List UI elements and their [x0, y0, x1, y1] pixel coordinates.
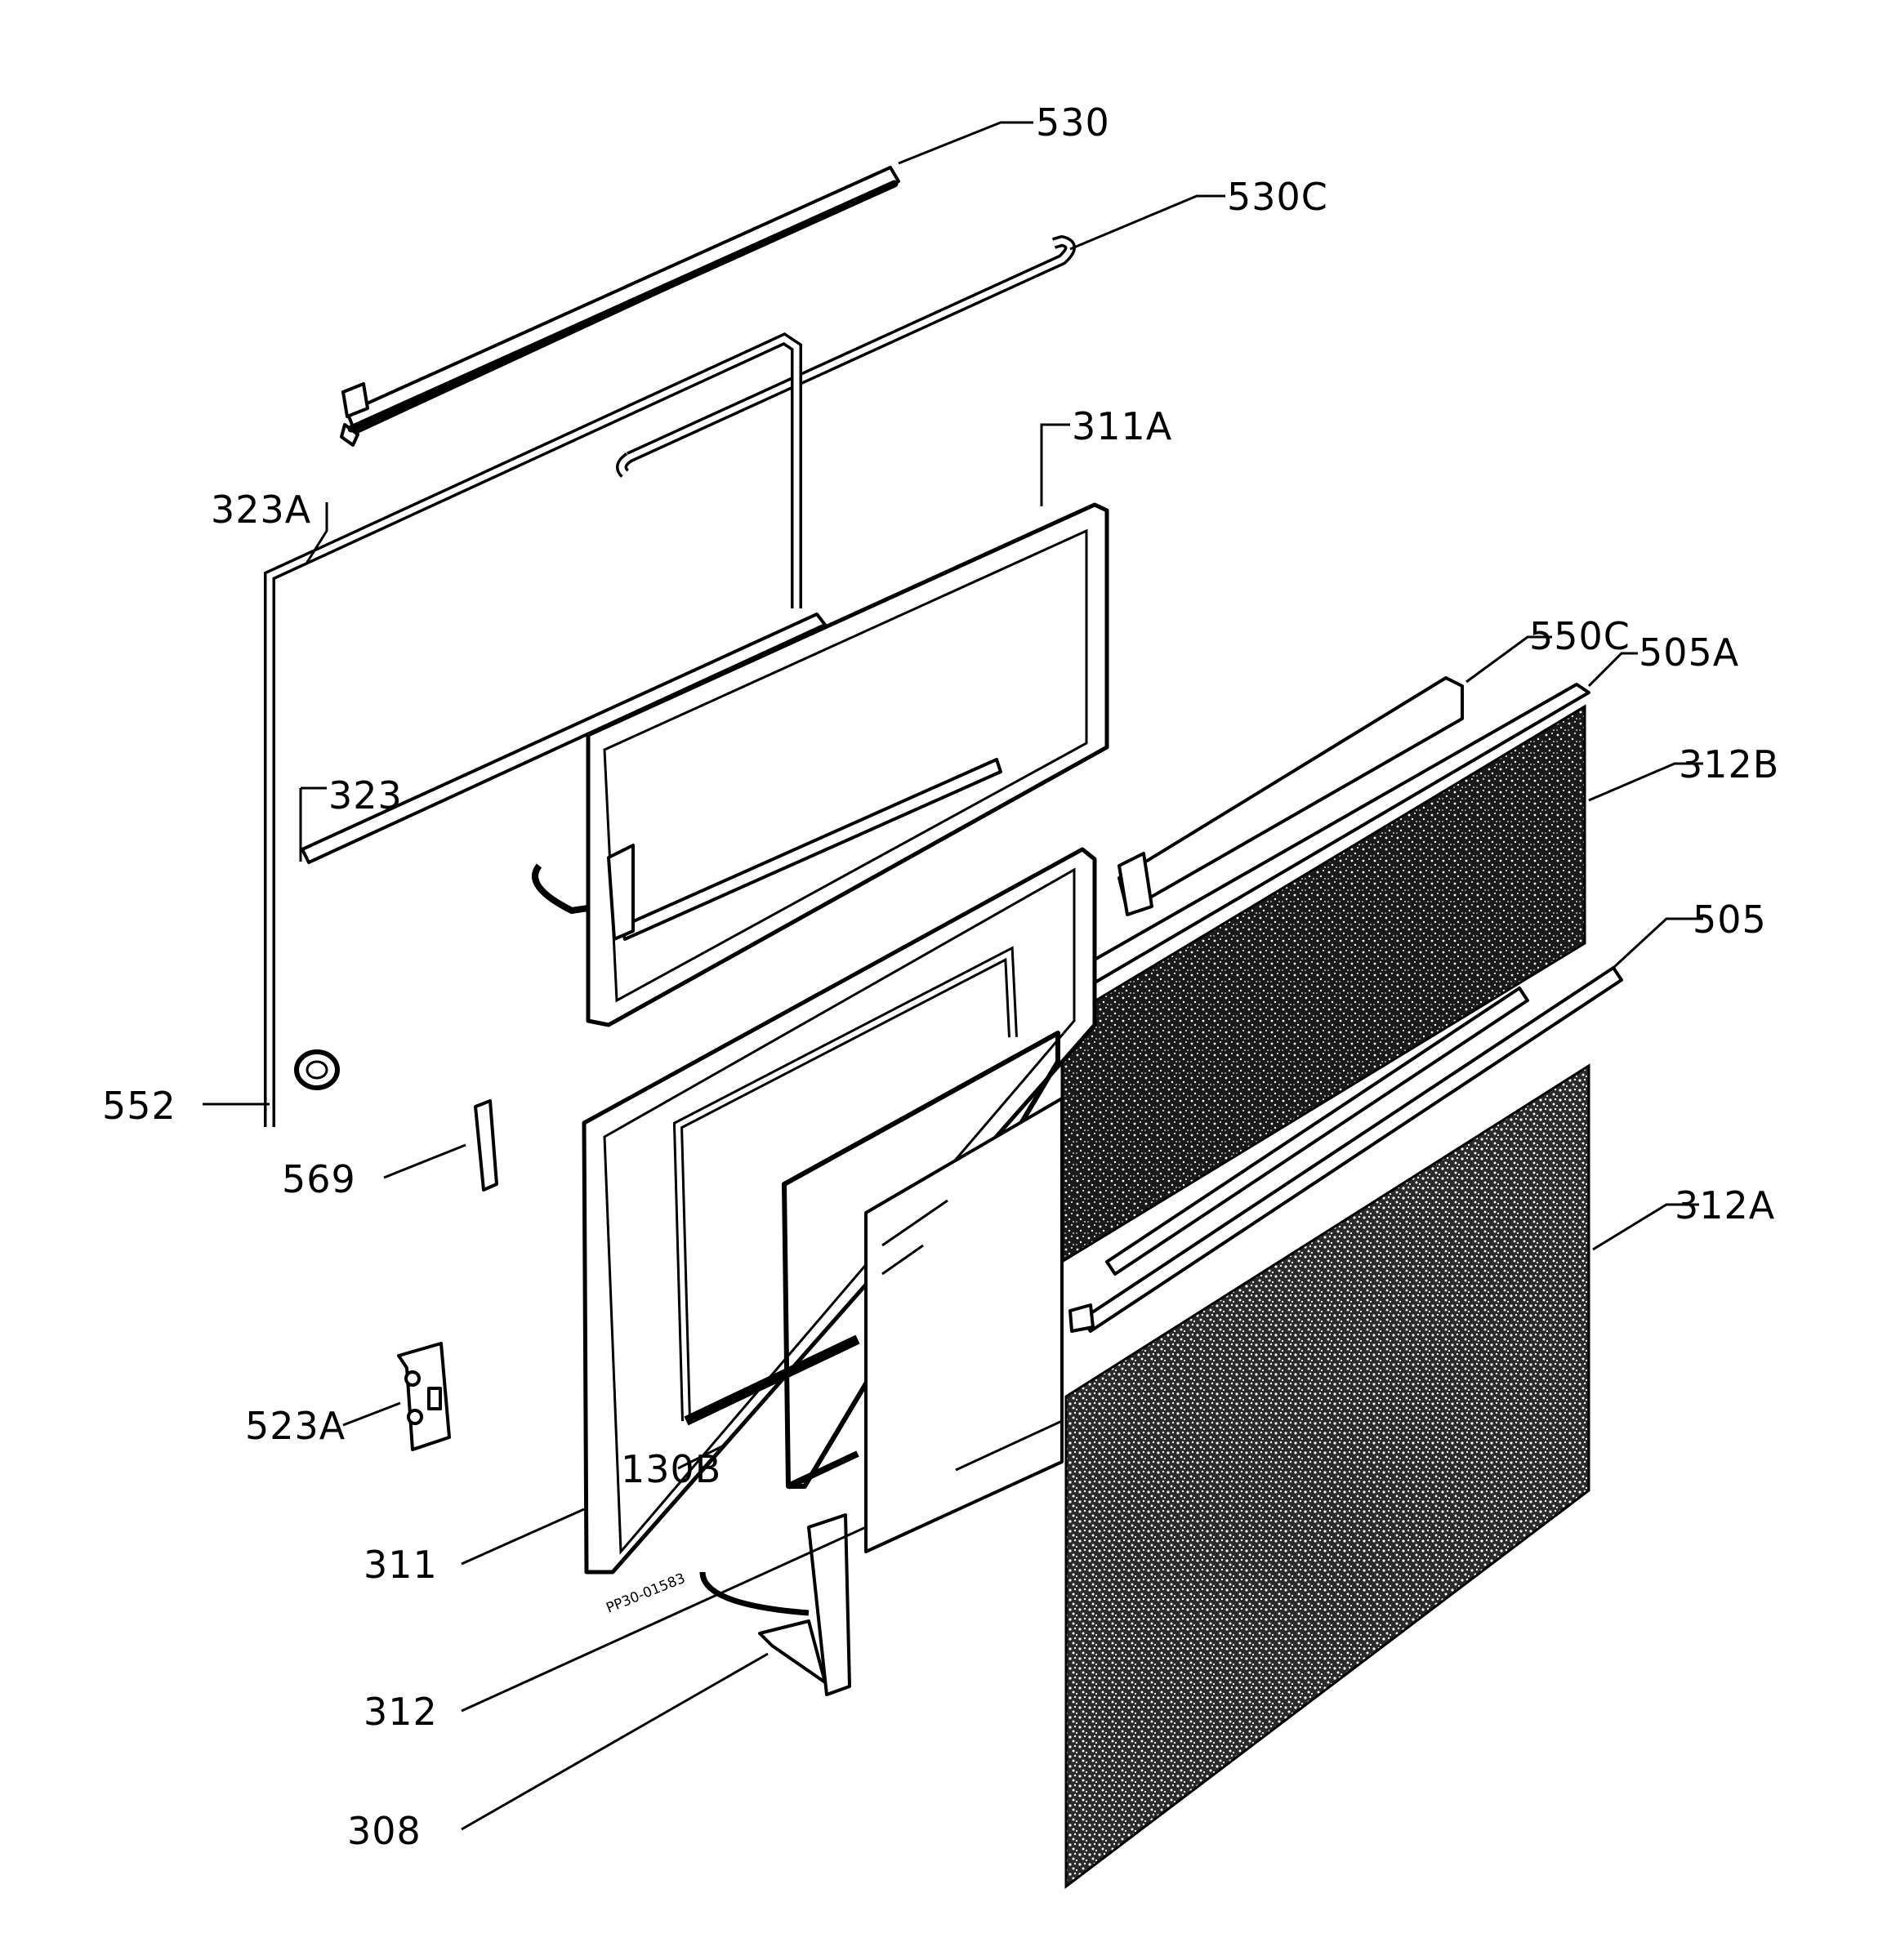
- label-312b: 312B: [1679, 742, 1779, 786]
- leader-lines: [203, 121, 1703, 1831]
- label-130b: 130B: [621, 1447, 721, 1491]
- part-530-top-trim: [340, 166, 900, 447]
- drawing-code: PP30-01583: [604, 1570, 687, 1617]
- label-505: 505: [1693, 898, 1767, 942]
- part-311a-inner-frame: [532, 502, 1109, 1027]
- label-530: 530: [1036, 100, 1110, 145]
- part-569-clip: [474, 1099, 498, 1192]
- part-312a-glass-panel: [1064, 1063, 1590, 1890]
- label-311a: 311A: [1072, 404, 1172, 448]
- label-323: 323: [328, 773, 403, 817]
- part-523a-hinge: [397, 1342, 451, 1451]
- label-552: 552: [102, 1084, 176, 1128]
- label-312a: 312A: [1675, 1183, 1775, 1227]
- part-530c-handle-bar: [616, 235, 1076, 478]
- part-311-outer-frame: [582, 847, 1097, 1575]
- part-130b-glass-frame: [782, 1031, 1064, 1553]
- part-323-inner-seal: [672, 946, 1018, 1426]
- part-550c-bracket: [1117, 676, 1464, 916]
- label-505a: 505A: [1639, 630, 1739, 675]
- label-530c: 530C: [1227, 175, 1328, 219]
- label-523a: 523A: [245, 1404, 346, 1448]
- part-552-grommet: [294, 1049, 340, 1090]
- part-323a-seal-frame: [264, 332, 827, 1127]
- label-308: 308: [347, 1809, 422, 1853]
- part-505-strip: [1068, 966, 1623, 1333]
- part-308-handle-mount: [699, 1513, 851, 1696]
- label-569: 569: [282, 1157, 356, 1201]
- label-323a: 323A: [211, 488, 311, 532]
- label-311: 311: [364, 1543, 438, 1587]
- label-312: 312: [364, 1690, 438, 1734]
- label-550c: 550C: [1529, 614, 1630, 658]
